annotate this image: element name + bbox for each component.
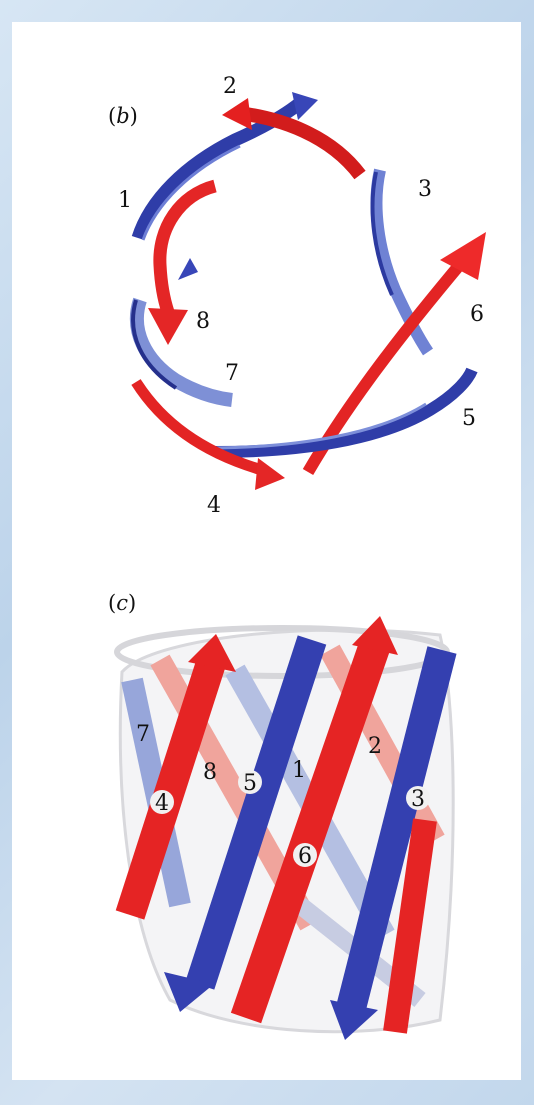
- strand-b8-arrowhead: [148, 308, 188, 345]
- strand-b2-arrowhead: [222, 98, 252, 130]
- strand-b4-arrowhead: [255, 458, 285, 490]
- label-c1: 1: [292, 758, 306, 783]
- label-b2: 2: [223, 74, 237, 99]
- label-c5: 5: [243, 771, 257, 796]
- label-b5: 5: [462, 406, 476, 431]
- panel-c: (c) 4 5 6: [108, 591, 453, 1040]
- label-c6: 6: [298, 844, 312, 869]
- strand-b1-arrowhead: [292, 92, 318, 120]
- strand-b2: [238, 113, 360, 175]
- label-c4: 4: [155, 791, 169, 816]
- strand-b7-arrowhead: [178, 258, 198, 280]
- label-b1: 1: [118, 188, 132, 213]
- strand-b8: [160, 186, 215, 312]
- label-b7: 7: [225, 361, 239, 386]
- label-c3: 3: [411, 787, 425, 812]
- label-c2: 2: [368, 734, 382, 759]
- label-c7: 7: [136, 722, 150, 747]
- label-c8: 8: [203, 760, 217, 785]
- panel-c-label: (c): [108, 591, 136, 615]
- panel-b: (b) 1 2 3 4 5 6 7 8: [108, 74, 486, 518]
- label-b8: 8: [196, 309, 210, 334]
- label-b4: 4: [207, 493, 221, 518]
- panel-b-label: (b): [108, 104, 138, 128]
- label-b6: 6: [470, 302, 484, 327]
- label-b3: 3: [418, 177, 432, 202]
